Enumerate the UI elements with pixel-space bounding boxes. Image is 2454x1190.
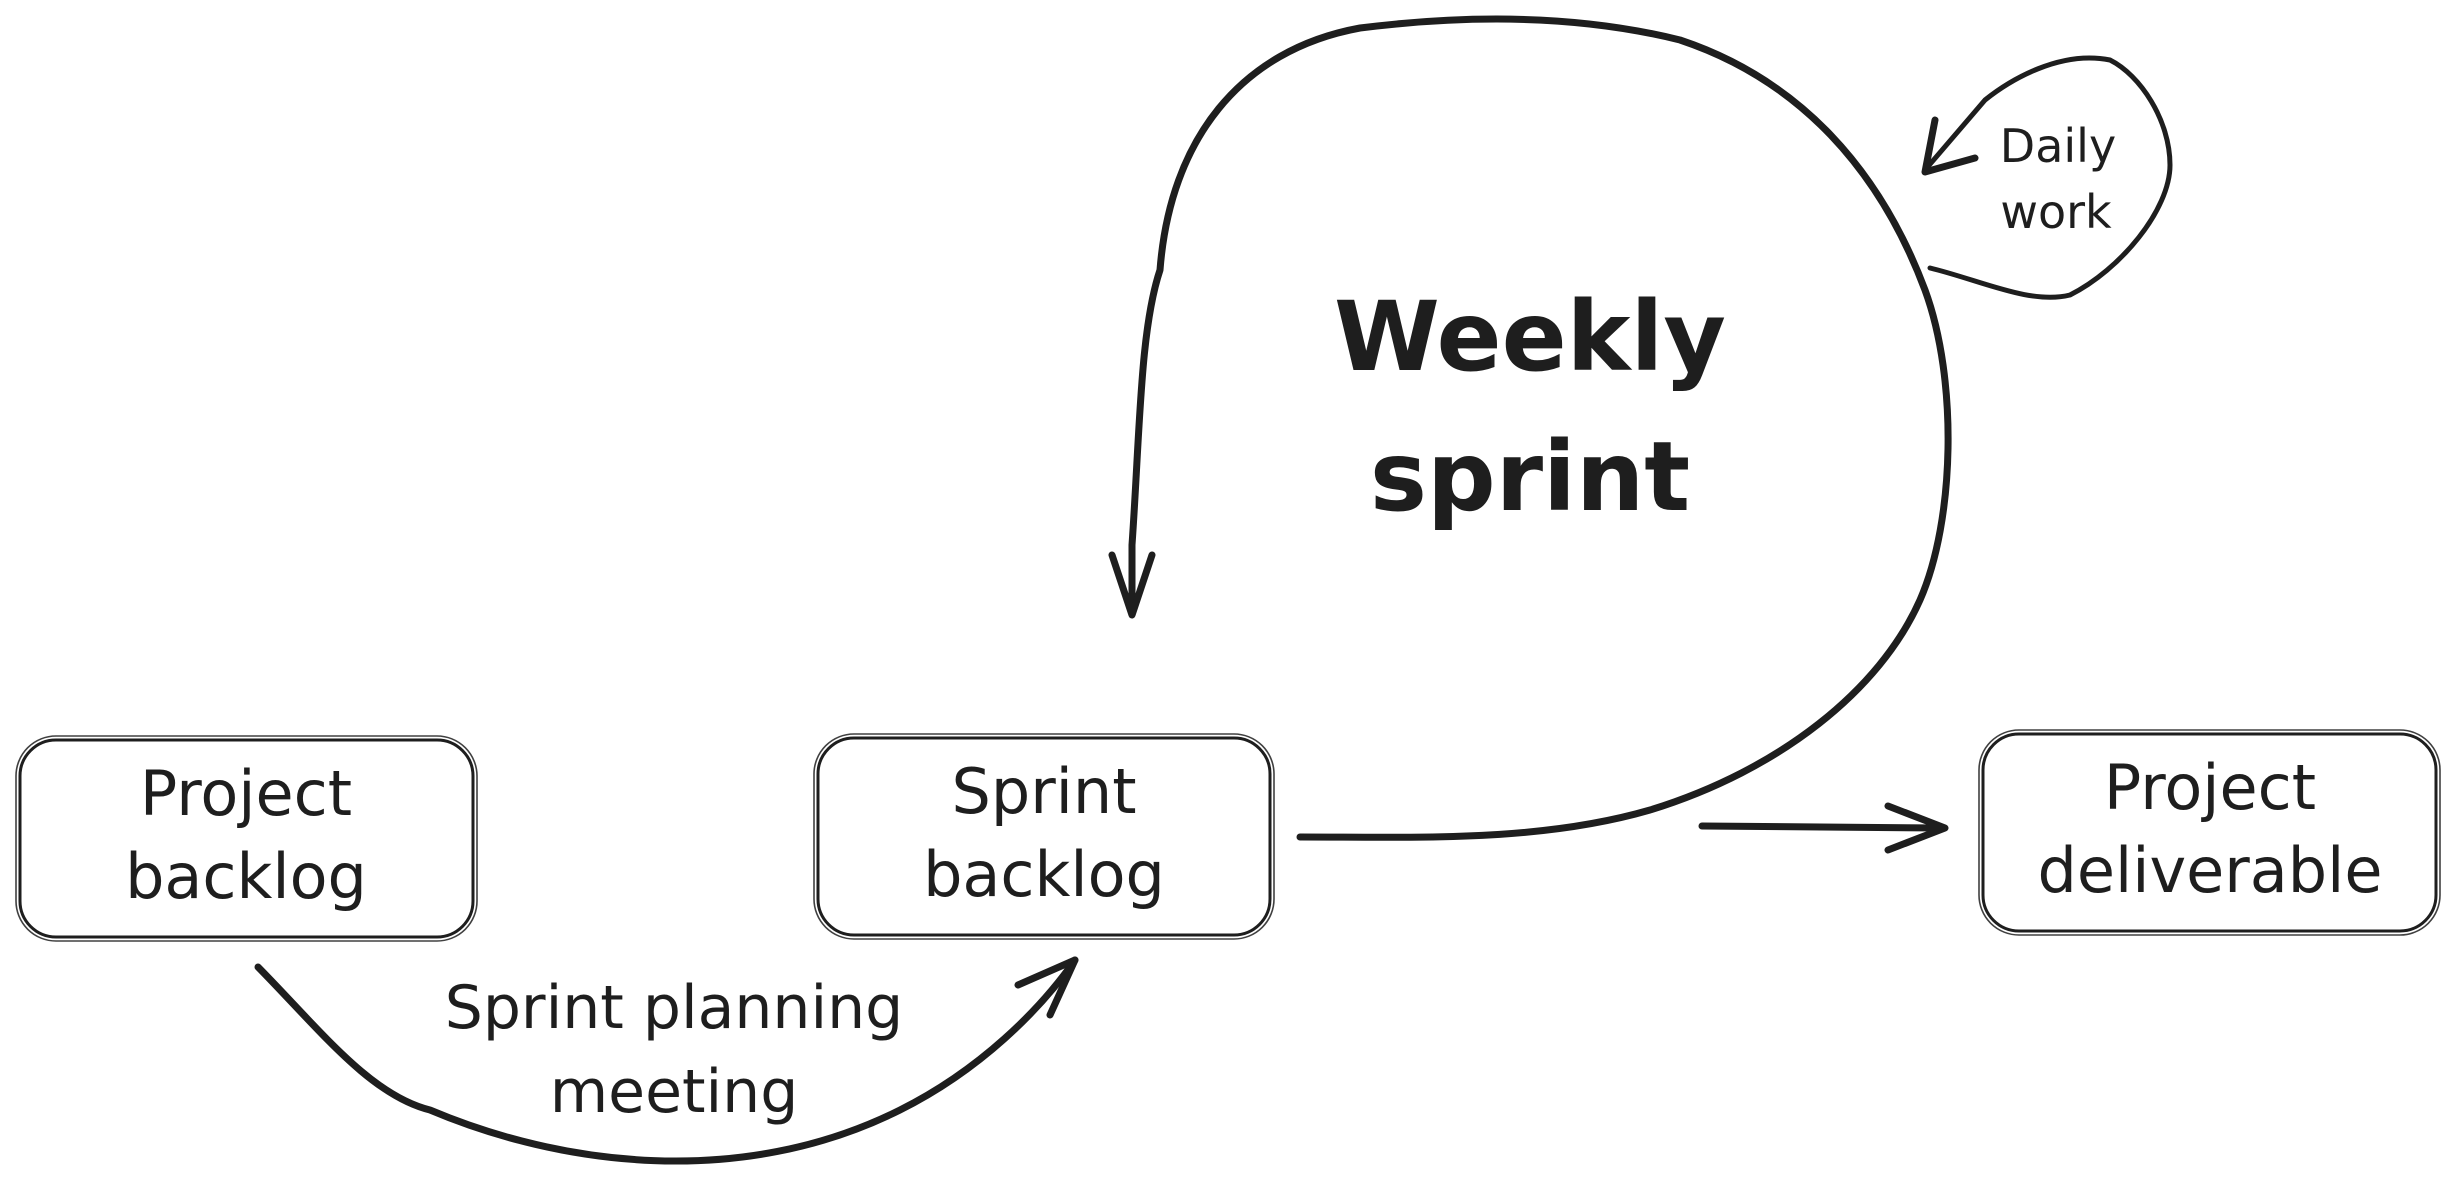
edge-daily-work-arrowhead — [1921, 116, 1979, 176]
node-project-deliverable-border — [1981, 732, 2438, 933]
edge-to-deliverable-arrowhead — [1884, 802, 1949, 854]
node-project-backlog-label-line2: backlog — [125, 840, 367, 913]
edge-weekly-sprint-line — [1128, 15, 1952, 841]
edge-daily-work-label-line2: work — [2000, 185, 2112, 239]
edge-sprint-planning[interactable]: Sprint planning meeting — [254, 956, 1079, 1165]
node-project-backlog-border — [18, 738, 475, 939]
node-project-deliverable-label-line1: Project — [2104, 751, 2316, 824]
node-sprint-backlog-label-line1: Sprint — [951, 755, 1136, 828]
node-sprint-backlog-border — [816, 736, 1272, 937]
edge-weekly-sprint-label-line2: sprint — [1370, 421, 1690, 533]
node-sprint-backlog-sketch-line — [813, 733, 1275, 940]
edge-to-deliverable-line — [1698, 822, 1946, 832]
node-project-deliverable[interactable]: Project deliverable — [1978, 729, 2441, 936]
node-project-deliverable-sketch-line — [1978, 729, 2441, 936]
edge-weekly-sprint-arrowhead — [1108, 551, 1156, 619]
node-project-backlog[interactable]: Project backlog — [15, 735, 478, 942]
edge-weekly-sprint-label-line1: Weekly — [1334, 281, 1726, 393]
edge-sprint-planning-label-line1: Sprint planning — [445, 973, 904, 1043]
node-project-deliverable-label-line2: deliverable — [2038, 834, 2383, 907]
edge-weekly-sprint[interactable]: Weekly sprint — [1108, 15, 1952, 841]
edge-sprint-planning-line — [254, 956, 1079, 1165]
edge-daily-work-label-line1: Daily — [2000, 119, 2116, 173]
edge-to-deliverable[interactable] — [1698, 802, 1949, 854]
edge-daily-work[interactable]: Daily work — [1921, 55, 2173, 300]
edge-sprint-planning-label-line2: meeting — [550, 1057, 799, 1127]
node-project-backlog-label-line1: Project — [140, 757, 352, 830]
node-project-backlog-sketch-line — [15, 735, 478, 942]
node-sprint-backlog[interactable]: Sprint backlog — [813, 733, 1275, 940]
node-sprint-backlog-label-line2: backlog — [923, 838, 1165, 911]
edge-sprint-planning-arrowhead — [1014, 956, 1079, 1019]
edge-daily-work-line — [1922, 55, 2173, 300]
